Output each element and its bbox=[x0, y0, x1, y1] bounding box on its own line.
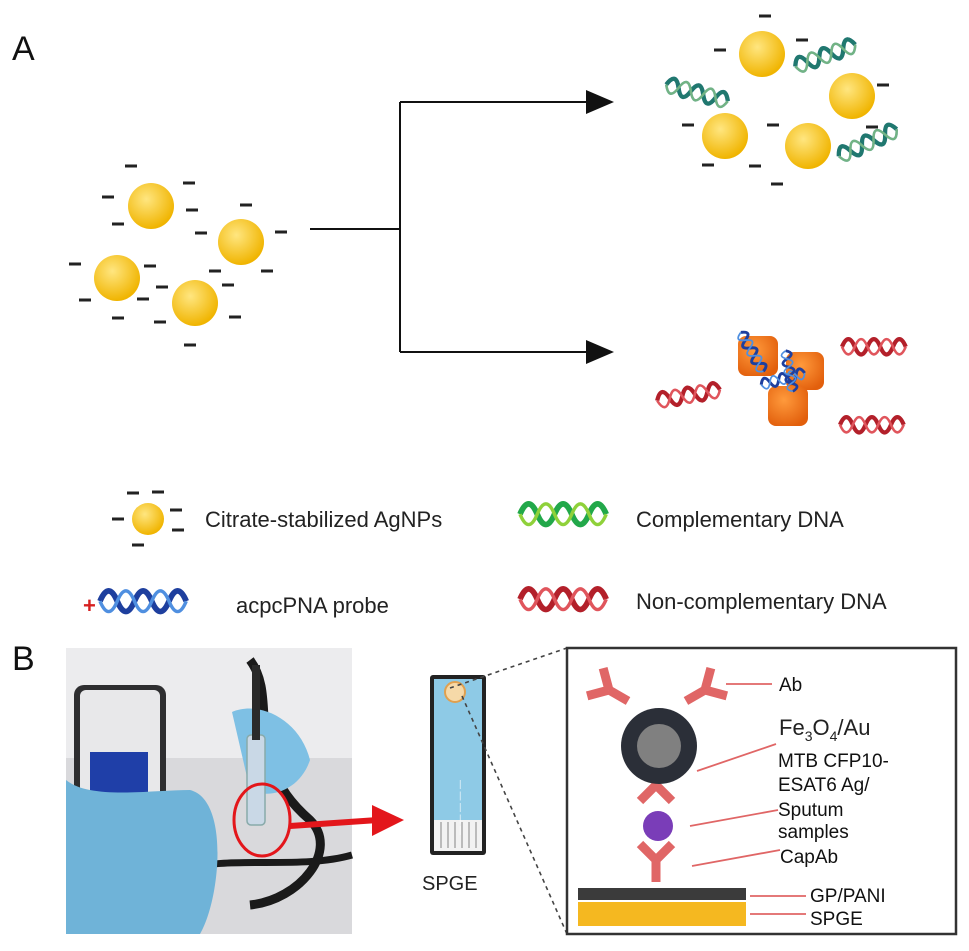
legend-probe-charge: + bbox=[83, 593, 96, 618]
legend-noncomplementary-label: Non-complementary DNA bbox=[636, 589, 887, 614]
antigen-label-line2: ESAT6 Ag/ bbox=[778, 775, 870, 796]
strip-print: — — — — — bbox=[456, 780, 466, 835]
spge-layer bbox=[578, 902, 746, 926]
spge-layer-label: SPGE bbox=[810, 909, 863, 930]
legend: Citrate-stabilized AgNPs Complementary D… bbox=[83, 490, 887, 618]
panel-b-letter: B bbox=[12, 640, 35, 678]
branch-arrows bbox=[310, 90, 614, 364]
device-photo bbox=[66, 648, 404, 934]
spge-strip: — — — — — bbox=[430, 675, 486, 855]
gp-pani-layer bbox=[578, 888, 746, 900]
legend-agnp-label: Citrate-stabilized AgNPs bbox=[205, 507, 442, 532]
antigen-label-line1: MTB CFP10- bbox=[778, 751, 889, 772]
fe3o4-au-label: Fe3O4/Au bbox=[779, 715, 870, 744]
sputum-label-line2: samples bbox=[778, 822, 849, 843]
legend-complementary-label: Complementary DNA bbox=[636, 507, 844, 532]
dispersed-complex bbox=[664, 14, 900, 186]
sensor-inset: Ab Fe3O4/Au MTB CFP10- ESAT6 Ag/ Sputum … bbox=[565, 646, 958, 936]
ab-label: Ab bbox=[779, 675, 802, 696]
legend-agnp-icon bbox=[112, 490, 184, 547]
antigen-dot bbox=[643, 811, 673, 841]
legend-probe-label: acpcPNA probe bbox=[236, 593, 389, 618]
aggregated-complex bbox=[656, 328, 906, 433]
panel-a-letter: A bbox=[12, 30, 35, 68]
legend-noncomplementary-icon bbox=[520, 589, 606, 610]
agnp-cluster bbox=[69, 164, 287, 347]
sputum-label-line1: Sputum bbox=[778, 800, 843, 821]
zoom-lines bbox=[449, 647, 568, 935]
capab-label: CapAb bbox=[780, 847, 838, 868]
inset-leader-lines bbox=[689, 683, 806, 915]
spge-label: SPGE bbox=[422, 873, 478, 895]
gp-pani-label: GP/PANI bbox=[810, 886, 886, 907]
legend-complementary-icon bbox=[520, 504, 606, 525]
legend-probe-icon bbox=[100, 591, 186, 612]
